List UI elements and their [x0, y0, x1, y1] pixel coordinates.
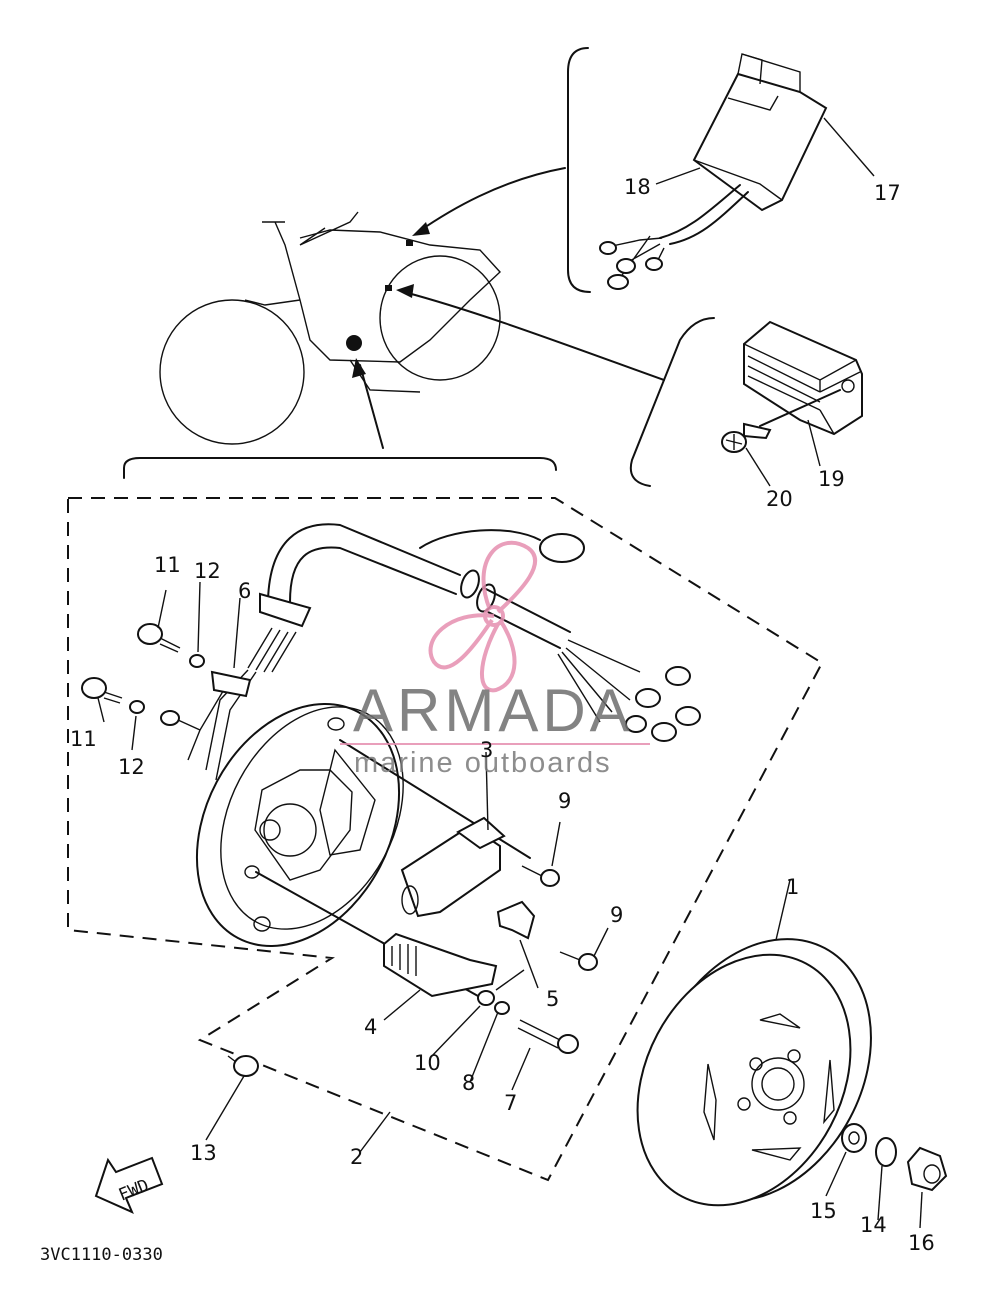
callout-18: 18: [624, 175, 651, 199]
callout-11-upper: 11: [154, 553, 181, 577]
regulator-part: [721, 320, 863, 453]
cdi-unit-part: [599, 53, 828, 290]
callout-labels: 1 2 3 4 5 6 7 8 9 9 10 11 11 12 12 13 14…: [70, 175, 935, 1255]
flywheel-hardware: [841, 1123, 948, 1192]
callout-9-upper: 9: [558, 789, 571, 813]
bracket-5-part: [496, 900, 536, 940]
callout-7: 7: [504, 1091, 517, 1115]
flywheel-rotor-part: [636, 938, 872, 1207]
callout-2: 2: [350, 1145, 363, 1169]
watermark-subtitle: marine outboards: [354, 747, 612, 779]
callout-13: 13: [190, 1141, 217, 1165]
callout-12-upper: 12: [194, 559, 221, 583]
callout-1: 1: [786, 875, 799, 899]
armada-watermark: ARMADA marine outboards: [340, 540, 650, 779]
location-dot-regulator: [385, 285, 392, 291]
callout-19: 19: [818, 467, 845, 491]
callout-5: 5: [546, 987, 559, 1011]
forward-arrow: FWD: [94, 1156, 164, 1214]
callout-17: 17: [874, 181, 901, 205]
diagram-code: 3VC1110-0330: [40, 1245, 163, 1265]
bracket-cdi: [567, 47, 591, 293]
stator-assembly-part: [160, 523, 701, 997]
callout-20: 20: [766, 487, 793, 511]
location-dot-cdi: [406, 240, 413, 246]
leader-lines: [97, 117, 923, 1229]
pointer-arrows: [352, 167, 665, 449]
fasteners: [81, 623, 598, 1077]
callout-8: 8: [462, 1071, 475, 1095]
callout-6: 6: [238, 579, 251, 603]
motorcycle-outline: [159, 211, 501, 445]
charge-coil-part: [383, 932, 498, 998]
callout-9-lower: 9: [610, 903, 623, 927]
assembly-boundary: [67, 497, 824, 1182]
callout-14: 14: [860, 1213, 887, 1237]
callout-12-lower: 12: [118, 755, 145, 779]
location-dot-main: [346, 335, 362, 351]
pickup-coil-part: [400, 816, 506, 918]
callout-11-lower: 11: [70, 727, 97, 751]
callout-16: 16: [908, 1231, 935, 1255]
bracket-regulator: [629, 317, 715, 487]
bracket-main: [123, 457, 557, 479]
callout-3: 3: [480, 738, 493, 762]
callout-10: 10: [414, 1051, 441, 1075]
callout-4: 4: [364, 1015, 377, 1039]
callout-15: 15: [810, 1199, 837, 1223]
propeller-logo-icon: [428, 540, 537, 693]
watermark-title: ARMADA: [353, 677, 634, 744]
